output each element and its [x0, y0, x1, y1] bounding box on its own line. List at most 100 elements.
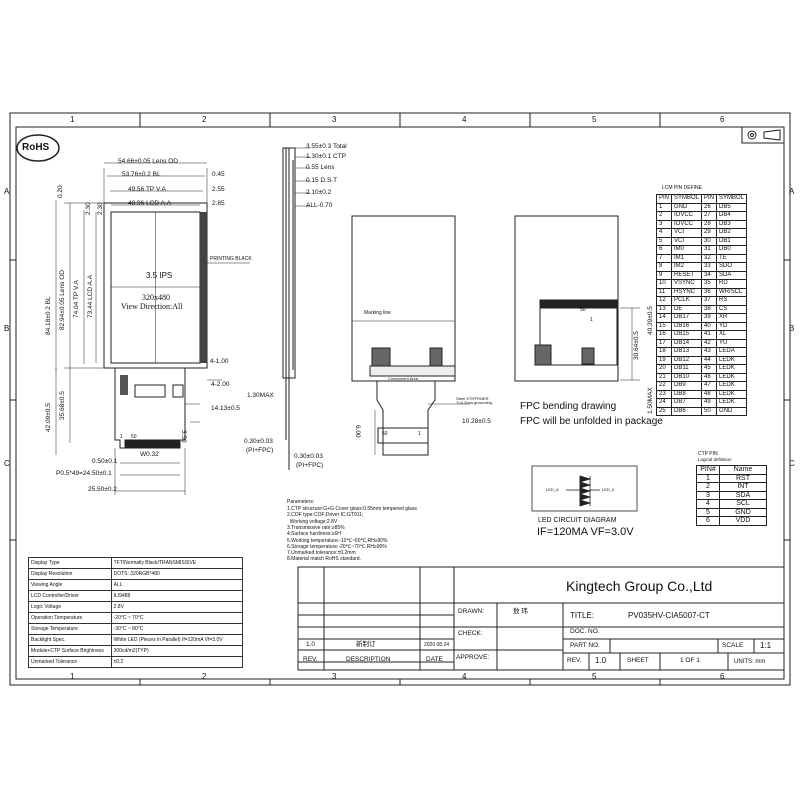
table-row: Unmarked Tolerance±0.2 [28, 656, 244, 668]
lcm-pin-cell: DB11 [671, 364, 703, 374]
zone-row-b-right: B [789, 324, 795, 333]
lcm-pin-cell: 39 [701, 313, 718, 323]
rohs-label: RoHS [22, 142, 50, 153]
zone-col-3: 3 [332, 115, 337, 124]
spec-value-cell: DOTS: 320RGB*480 [110, 568, 244, 580]
lcm-pin-cell: TE [716, 253, 748, 263]
dim-4-200: 4-2.00 [211, 381, 230, 388]
lcm-pin-cell: RD [716, 279, 748, 289]
lcm-pin-cell: DB1 [716, 236, 748, 246]
lcm-pin-cell: LEDA [716, 347, 748, 357]
lcm-pin-cell: 23 [655, 389, 673, 399]
lcm-pin-cell: GND [716, 406, 748, 416]
parameter-line: 5.Working temperature:-10℃~60℃,RH≥90% [287, 537, 388, 544]
lcm-pin-cell: 13 [655, 304, 673, 314]
marking-line-label: Marking line [364, 310, 391, 316]
lcm-pin-cell: 1 [655, 202, 673, 212]
lcm-pin-cell: 26 [701, 202, 718, 212]
lcm-pin-cell: DB5 [716, 202, 748, 212]
ctp-pin-cell: RST [719, 473, 767, 483]
spec-value-cell: -20°C ~ 70°C [110, 612, 244, 624]
zone-col-4-bottom: 4 [462, 672, 467, 681]
ctp-pin-cell: SCL [719, 499, 767, 509]
lcm-pin-cell: IM1 [671, 253, 703, 263]
dim-lens-od: 54.66±0.05 Lens OD [118, 158, 178, 165]
ctp-pin-cell: VDD [719, 516, 767, 526]
component-area-label: Component Area [388, 376, 419, 381]
check-label: CHECK: [458, 630, 483, 637]
lcm-pin-cell: LEDK [716, 389, 748, 399]
revision-desc: 新制订 [356, 641, 376, 648]
dim-3064: 30.64±0.5 [633, 331, 640, 360]
zone-col-6-bottom: 6 [720, 672, 725, 681]
lcm-pin-cell: 17 [655, 338, 673, 348]
dim-020: 0.20 [57, 185, 64, 198]
spec-label-cell: Display Resolution [28, 568, 112, 580]
parameter-line: 4.Surface hardness:≥6H [287, 531, 341, 538]
parameter-line: 1.CTP structure:G+G Cover glass:0.55mm t… [287, 506, 417, 512]
doc-no-label: DOC. NO. [570, 628, 600, 635]
zone-row-a-right: A [789, 187, 795, 196]
lcm-pin-cell: 22 [655, 381, 673, 391]
spec-label-cell: Unmarked Tolerance [28, 656, 112, 668]
ctp-pin-cell: 4 [696, 499, 720, 509]
printing-black-label: PRINTING BLACK [210, 256, 252, 262]
lcm-pin-cell: 41 [701, 330, 718, 340]
lcm-pin-cell: 49 [701, 398, 718, 408]
lcm-pin-cell: 9 [655, 270, 673, 280]
dim-pi-fpc-b: 0.30±0.03 [294, 453, 323, 460]
lcm-pin-cell: DE [671, 304, 703, 314]
zone-row-c: C [4, 459, 10, 468]
dim-150max: 1.50MAX [647, 387, 654, 414]
lcm-header-cell: SYMBOL [671, 194, 703, 204]
lcm-pin-cell: IM2 [671, 262, 703, 272]
lcm-pin-cell: PCLK [671, 296, 703, 306]
lcm-pin-cell: 8 [655, 262, 673, 272]
dim-all-070: ALL-0.70 [306, 202, 333, 209]
lcm-pin-cell: DB0 [716, 245, 748, 255]
ctp-pin-cell: 2 [696, 482, 720, 492]
fpc-unfolded-note: FPC will be unfolded in package [520, 416, 663, 427]
dim-lcd-aa-v: 73.44 LCD A.A [87, 275, 94, 318]
dim-130max: 1.30MAX [247, 392, 274, 399]
lcm-pin-cell: 5 [655, 236, 673, 246]
lcm-pin-cell: LEDK [716, 364, 748, 374]
zone-col-1: 1 [70, 115, 75, 124]
lcm-pin-cell: 15 [655, 321, 673, 331]
lcm-pin-cell: 14 [655, 313, 673, 323]
lcm-pin-cell: 32 [701, 253, 718, 263]
zone-col-1-bottom: 1 [70, 672, 75, 681]
spec-value-cell: ±0.2 [110, 656, 244, 668]
back-pin-1: 1 [418, 431, 421, 437]
lcm-pin-cell: 37 [701, 296, 718, 306]
lcm-pin-cell: 43 [701, 347, 718, 357]
dim-ctp: 1.30±0.1 CTP [306, 153, 347, 160]
lcm-pin-cell: 45 [701, 364, 718, 374]
lcm-pin-cell: DB8 [671, 389, 703, 399]
lcm-pin-cell: 21 [655, 372, 673, 382]
lcm-pin-cell: IOVCC [671, 219, 703, 229]
dim-045: 0.45 [212, 171, 225, 178]
dim-pi-fpc-a-label: (PI+FPC) [246, 447, 274, 454]
lcm-pin-cell: 33 [701, 262, 718, 272]
spec-value-cell: 300cd/m2(TYP) [110, 645, 244, 657]
lcm-pin-cell: 28 [701, 219, 718, 229]
lcm-pin-cell: DB9 [671, 381, 703, 391]
date-header: DATE [426, 656, 443, 663]
sheet-label: SHEET [627, 657, 649, 664]
projection-symbol-icon [741, 126, 785, 144]
spec-label-cell: Module+CTP Surface Brightness [28, 645, 112, 657]
front-pin-50: 50 [131, 434, 137, 440]
